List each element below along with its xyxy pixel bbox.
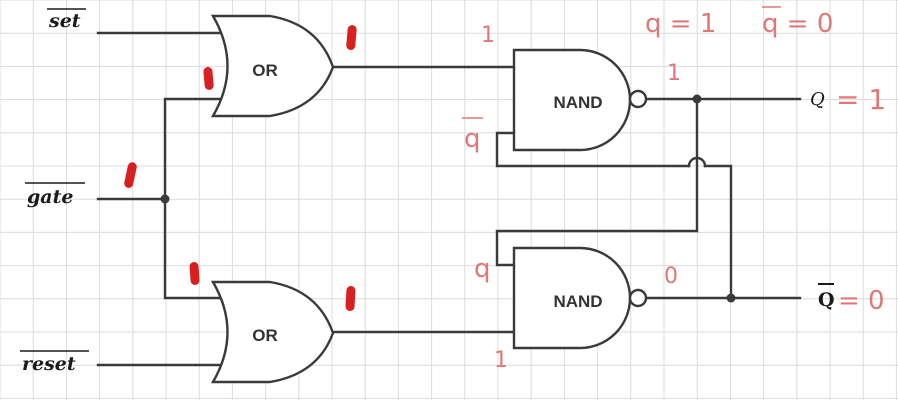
input-set-label: set: [48, 10, 81, 32]
marker-gate: [124, 162, 137, 188]
junction-q-bar: [726, 293, 736, 303]
nand-gate-bottom: NAND: [512, 246, 648, 350]
annotation-nand-top-feedback: q: [464, 124, 481, 154]
marker-or-bottom-in: [189, 261, 200, 285]
marker-or-top-out: [346, 25, 357, 51]
junction-gate: [160, 194, 170, 204]
annotation-state-q: q = 1: [645, 9, 716, 39]
marker-or-bottom-out: [345, 286, 356, 312]
wire-crossover-hop: [687, 156, 707, 168]
or-gate-bottom: OR: [210, 280, 335, 384]
nand-gate-bottom-label: NAND: [553, 292, 602, 311]
nand-bottom-bubble: [628, 288, 648, 308]
logic-markers: [124, 25, 357, 312]
output-q-label: Q: [810, 89, 825, 110]
wire-feedback-q: [495, 97, 699, 267]
annotation-nand-bottom-in2: 1: [494, 348, 508, 373]
annotation-q-value: = 1: [836, 83, 886, 116]
annotation-q-bar-value: = 0: [838, 286, 885, 316]
annotation-state-q-bar: q = 0: [762, 9, 833, 39]
or-gate-top: OR: [210, 14, 335, 118]
output-q-bar-label: Q: [818, 289, 835, 311]
marker-or-top-in: [203, 66, 214, 90]
annotation-nand-top-in1: 1: [481, 23, 495, 48]
wires: [96, 31, 802, 367]
or-gate-top-label: OR: [252, 61, 278, 80]
nand-top-bubble: [628, 89, 648, 109]
junction-q: [692, 94, 702, 104]
nand-gate-top: NAND: [512, 48, 648, 152]
annotation-nand-top-out: 1: [667, 61, 681, 86]
annotations: q = 1 q = 0 = 1 = 0 1 1 q q 0 1: [462, 6, 886, 373]
or-gate-bottom-label: OR: [252, 326, 278, 345]
wire-feedback-q-bar: [703, 164, 733, 300]
wire-feedback-q-bar-in: [495, 131, 691, 168]
input-gate-label: gate: [27, 186, 73, 208]
input-reset-label: reset: [22, 353, 76, 375]
nand-gate-top-label: NAND: [553, 93, 602, 112]
annotation-nand-bottom-out: 0: [664, 264, 678, 289]
annotation-nand-bottom-feedback: q: [474, 254, 491, 284]
